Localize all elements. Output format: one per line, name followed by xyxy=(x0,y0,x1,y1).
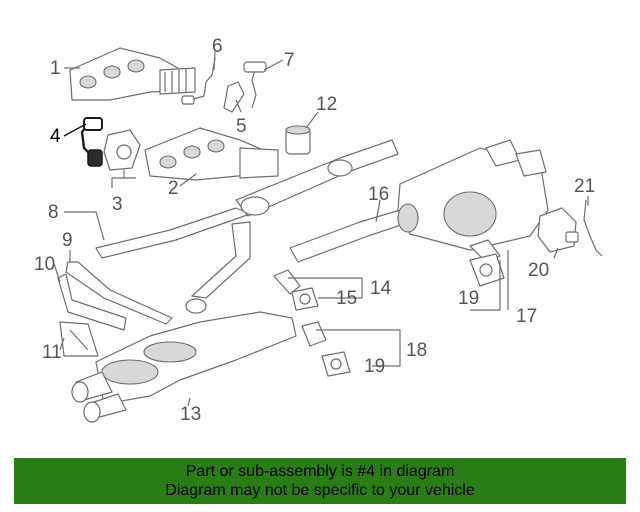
callout-1: 1 xyxy=(50,58,61,79)
part-12-mount xyxy=(285,125,311,155)
callout-20: 20 xyxy=(528,260,549,281)
part-11-hanger xyxy=(59,321,99,357)
part-6-sensor xyxy=(181,57,216,105)
part-13-catalytic-converter xyxy=(71,311,297,423)
part-4-oxygen-sensor xyxy=(80,117,103,167)
banner-line-1: Part or sub-assembly is #4 in diagram xyxy=(185,463,455,480)
part-7-sensor xyxy=(243,61,267,109)
part-5-bracket xyxy=(223,81,245,113)
exhaust-center-pipe xyxy=(95,139,399,314)
callout-10: 10 xyxy=(34,254,55,275)
callout-12: 12 xyxy=(316,94,337,115)
part-19-rubber-mount-rear xyxy=(469,253,505,287)
callout-7: 7 xyxy=(284,50,295,71)
callout-18: 18 xyxy=(406,340,427,361)
info-banner: Part or sub-assembly is #4 in diagram Di… xyxy=(14,458,626,504)
callout-15: 15 xyxy=(336,288,357,309)
callout-8: 8 xyxy=(48,202,59,223)
part-3-gaskets xyxy=(103,129,141,171)
part-14-hanger xyxy=(273,269,301,295)
callout-4: 4 xyxy=(50,126,61,147)
callout-19-rear: 19 xyxy=(458,288,479,309)
callout-2: 2 xyxy=(168,178,179,199)
callout-13: 13 xyxy=(180,404,201,425)
part-18-hanger xyxy=(301,321,327,347)
part-20-actuator xyxy=(537,207,579,253)
part-9-bracket xyxy=(65,261,173,325)
part-21-hose xyxy=(583,199,603,257)
part-10-heat-shield xyxy=(57,273,127,331)
callout-16: 16 xyxy=(368,184,389,205)
part-19-rubber-mount-front xyxy=(321,351,351,377)
part-2-exhaust-manifold xyxy=(144,127,279,181)
callout-11: 11 xyxy=(42,342,62,363)
callout-6: 6 xyxy=(212,36,223,57)
part-15-rubber-mount xyxy=(291,287,319,311)
part-1-exhaust-manifold xyxy=(69,47,196,101)
callout-3: 3 xyxy=(112,194,123,215)
callout-5: 5 xyxy=(236,116,247,137)
callout-19-front: 19 xyxy=(364,356,385,377)
part-16-rear-muffler xyxy=(289,139,549,263)
leader-lines xyxy=(53,51,589,407)
exhaust-system-diagram: 1 6 7 5 4 12 3 2 8 9 10 11 13 14 15 16 1… xyxy=(34,36,603,425)
callout-17: 17 xyxy=(516,306,537,327)
callout-14: 14 xyxy=(370,278,392,299)
callout-9: 9 xyxy=(62,230,73,251)
callout-21: 21 xyxy=(574,176,595,197)
banner-line-2: Diagram may not be specific to your vehi… xyxy=(165,482,475,499)
